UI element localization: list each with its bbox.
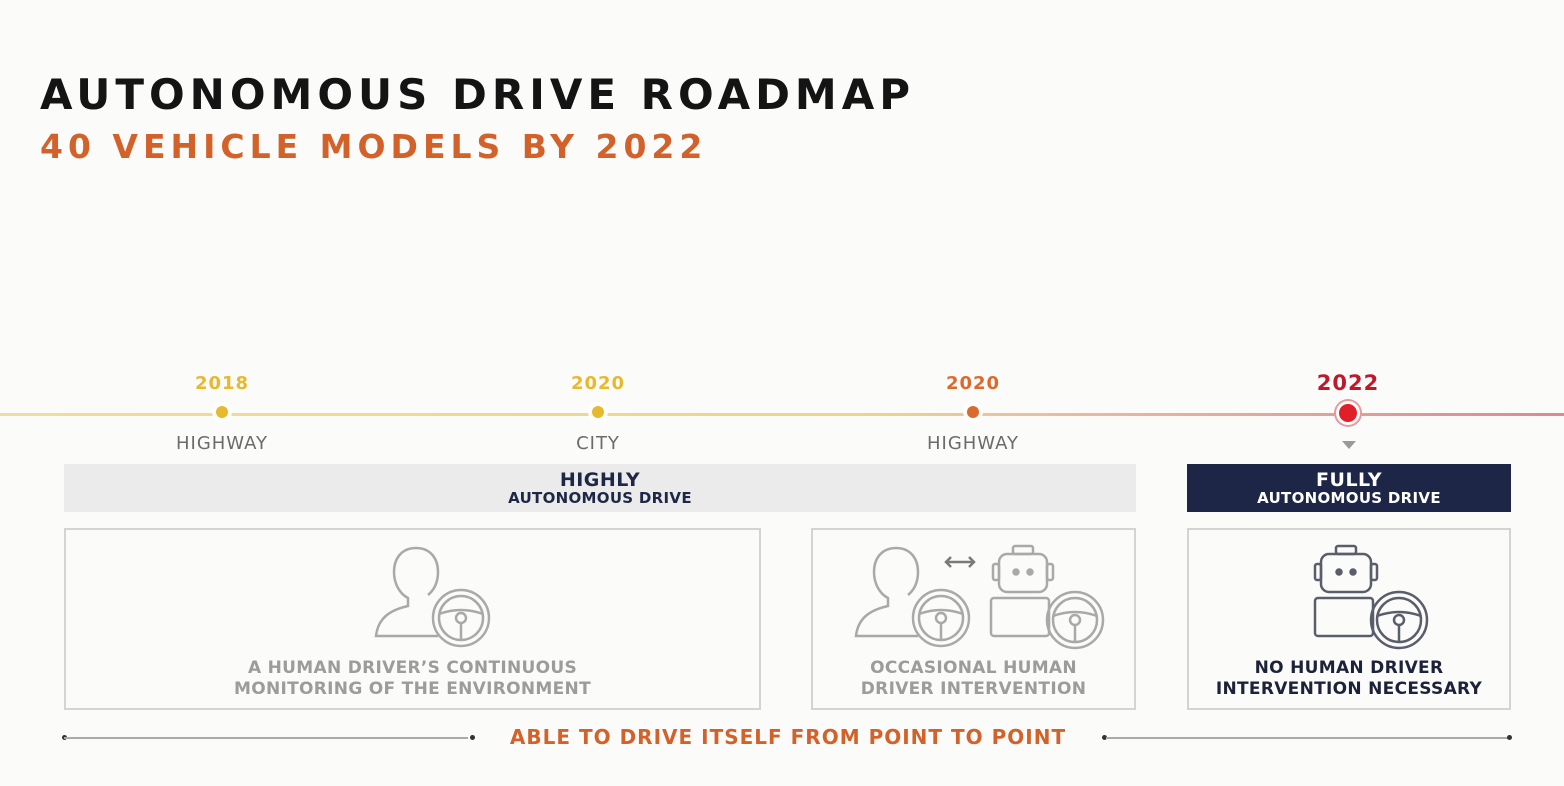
no-intervention-box: NO HUMAN DRIVER INTERVENTION NECESSARY — [1187, 528, 1511, 710]
box-description: A HUMAN DRIVER’S CONTINUOUS MONITORING O… — [66, 658, 759, 700]
page-subtitle: 40 VEHICLE MODELS BY 2022 — [40, 127, 708, 166]
milestone-label: CITY — [576, 433, 620, 454]
box-line: DRIVER INTERVENTION — [860, 679, 1087, 699]
down-arrow-icon — [1342, 441, 1356, 449]
bottom-line-dot — [1102, 735, 1107, 740]
human-driver-wheel-icon — [374, 546, 491, 648]
milestone-dot-final — [1339, 404, 1357, 422]
milestone-year-2020-city: 2020 — [570, 373, 626, 394]
bottom-line-dot — [470, 735, 475, 740]
occasional-intervention-box: OCCASIONAL HUMAN DRIVER INTERVENTION — [811, 528, 1136, 710]
milestone-year-2020-highway: 2020 — [945, 373, 1001, 394]
milestone-year-2018: 2018 — [194, 373, 250, 394]
human-robot-handover-icon — [854, 544, 1105, 650]
bottom-line-end-dot — [1507, 735, 1512, 740]
milestone-label: HIGHWAY — [175, 433, 269, 454]
box-line: MONITORING OF THE ENVIRONMENT — [234, 679, 591, 699]
page-title: AUTONOMOUS DRIVE ROADMAP — [40, 70, 916, 119]
milestone-dot — [216, 406, 228, 418]
highly-autonomous-band: HIGHLY AUTONOMOUS DRIVE — [64, 464, 1136, 512]
band-title: HIGHLY — [559, 469, 641, 491]
milestone-label: HIGHWAY — [926, 433, 1020, 454]
milestone-dot — [592, 406, 604, 418]
box-line: OCCASIONAL HUMAN — [870, 658, 1077, 678]
box-description: NO HUMAN DRIVER INTERVENTION NECESSARY — [1189, 658, 1509, 700]
box-line: INTERVENTION NECESSARY — [1215, 679, 1483, 699]
milestone-dot — [967, 406, 979, 418]
footer-text: ABLE TO DRIVE ITSELF FROM POINT TO POINT — [509, 725, 1067, 749]
bottom-line-left — [64, 737, 468, 739]
box-line: A HUMAN DRIVER’S CONTINUOUS — [247, 658, 578, 678]
band-subtitle: AUTONOMOUS DRIVE — [1257, 489, 1441, 507]
band-subtitle: AUTONOMOUS DRIVE — [508, 489, 692, 507]
fully-autonomous-band: FULLY AUTONOMOUS DRIVE — [1187, 464, 1511, 512]
bottom-line-right — [1106, 737, 1508, 739]
timeline-line — [0, 413, 1564, 416]
robot-driver-wheel-icon — [1313, 544, 1429, 650]
band-title: FULLY — [1316, 469, 1382, 491]
box-description: OCCASIONAL HUMAN DRIVER INTERVENTION — [813, 658, 1134, 700]
box-line: NO HUMAN DRIVER — [1254, 658, 1444, 678]
milestone-year-2022: 2022 — [1316, 371, 1380, 395]
human-monitoring-box: A HUMAN DRIVER’S CONTINUOUS MONITORING O… — [64, 528, 761, 710]
